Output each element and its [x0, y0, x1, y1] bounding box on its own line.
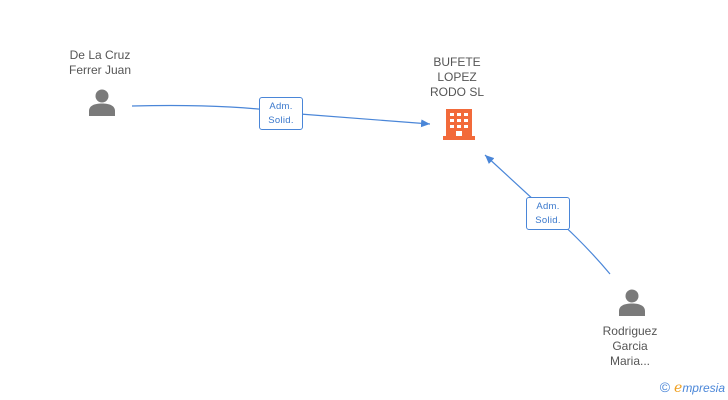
- person1-name-line1: De La Cruz: [69, 48, 131, 62]
- person-icon[interactable]: [617, 288, 647, 318]
- brand-footer: ©empresia: [660, 379, 725, 396]
- person2-name-line3: Maria...: [609, 354, 650, 368]
- edge2-label-line1: Adm.: [536, 201, 560, 212]
- company-name-line2: LOPEZ: [437, 70, 477, 84]
- company-name: BUFETE LOPEZ RODO SL: [407, 55, 507, 100]
- edge-label-person1-company[interactable]: Adm. Solid.: [259, 97, 303, 130]
- edge2-label-line2: Solid.: [535, 215, 561, 226]
- person2-name-line2: Garcia: [612, 339, 648, 353]
- copyright-symbol: ©: [659, 379, 671, 395]
- edge1-label-line1: Adm.: [269, 101, 293, 112]
- edge-label-person2-company[interactable]: Adm. Solid.: [526, 197, 570, 230]
- person2-name-line1: Rodriguez: [602, 324, 658, 338]
- brand-name: mpresia: [682, 381, 725, 395]
- brand-initial: e: [674, 380, 683, 396]
- person-name-de-la-cruz: De La Cruz Ferrer Juan: [50, 48, 150, 78]
- person1-name-line2: Ferrer Juan: [68, 63, 132, 77]
- person-icon[interactable]: [87, 88, 117, 118]
- edge1-label-line2: Solid.: [268, 115, 294, 126]
- building-icon[interactable]: [443, 108, 475, 142]
- company-name-line3: RODO SL: [429, 85, 484, 99]
- person-name-rodriguez: Rodriguez Garcia Maria...: [580, 324, 680, 369]
- company-name-line1: BUFETE: [433, 55, 481, 69]
